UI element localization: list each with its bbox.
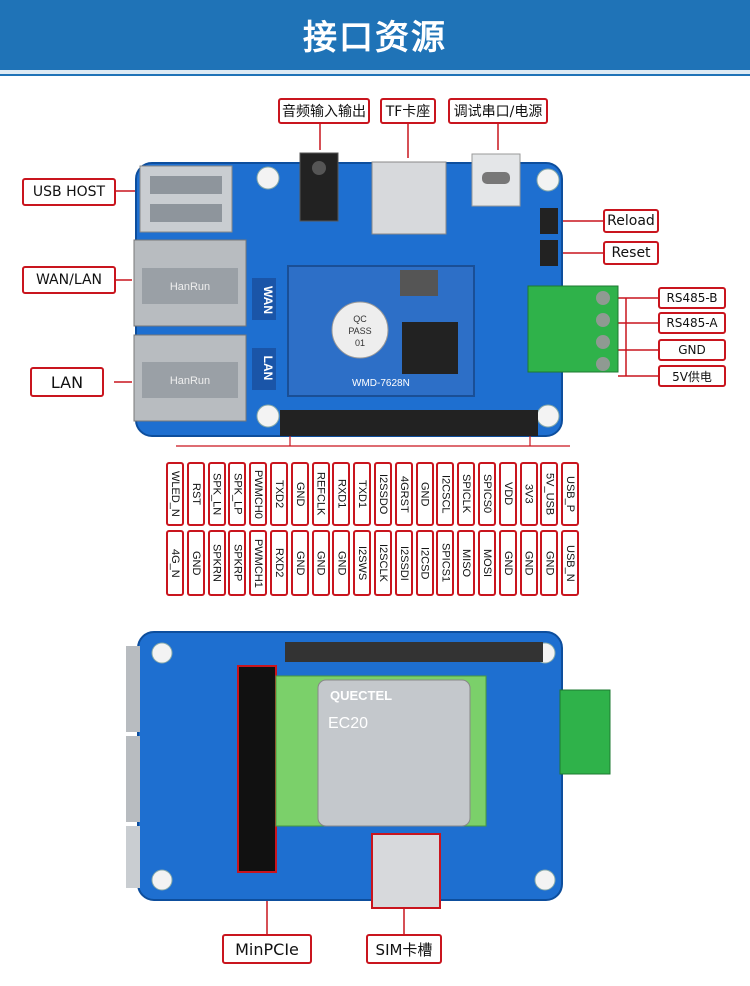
- page-title: 接口资源: [303, 18, 447, 58]
- bottom-pin-label: SPKRN: [207, 530, 226, 596]
- page-header: 接口资源: [0, 0, 750, 76]
- qc-num-text: 01: [355, 338, 365, 348]
- label-5v-power: 5V供电: [658, 365, 726, 387]
- bottom-pin-label: I2SCLK: [374, 530, 392, 596]
- bottom-pin-label: RXD2: [270, 530, 288, 596]
- top-pin-label: TXD2: [270, 462, 288, 526]
- top-pin-label: 5V_USB: [540, 462, 559, 526]
- module-name: WMD-7628N: [352, 378, 410, 389]
- label-minipcie: MinPCIe: [222, 934, 312, 964]
- bottom-pin-label: SPICS1: [436, 530, 455, 596]
- bottom-pin-label: MISO: [457, 530, 476, 596]
- bottom-pin-label: GND: [498, 530, 517, 596]
- top-pin-label: TXD1: [353, 462, 372, 526]
- bottom-pin-label: GND: [540, 530, 559, 596]
- top-pin-label: SPK_LN: [207, 462, 226, 526]
- label-sim: SIM卡槽: [366, 934, 442, 964]
- top-pin-label: GND: [290, 462, 309, 526]
- label-audio: 音频输入输出: [278, 98, 370, 124]
- label-debug: 调试串口/电源: [448, 98, 548, 124]
- bottom-pin-label: I2CSD: [415, 530, 434, 596]
- top-pin-label: SPICS0: [478, 462, 496, 526]
- bottom-pin-label: GND: [332, 530, 351, 596]
- module-brand: QUECTEL: [330, 688, 392, 703]
- qc-text: QC: [353, 314, 367, 324]
- label-reload: Reload: [603, 209, 659, 233]
- bottom-pin-label: GND: [519, 530, 538, 596]
- hanrun-text-2: HanRun: [170, 375, 210, 387]
- label-tf: TF卡座: [380, 98, 436, 124]
- bottom-pin-label: GND: [311, 530, 330, 596]
- top-pin-label: SPICLK: [457, 462, 476, 526]
- bottom-pin-label: I2SSDI: [394, 530, 413, 596]
- label-lan: LAN: [30, 367, 104, 397]
- top-pin-label: 3V3: [519, 462, 538, 526]
- bottom-pin-label: GND: [186, 530, 205, 596]
- bottom-pin-label: GND: [290, 530, 309, 596]
- label-reset: Reset: [603, 241, 659, 265]
- top-pin-label: PWMCH0: [249, 462, 268, 526]
- label-usb-host: USB HOST: [22, 178, 116, 206]
- bottom-pin-label: PWMCH1: [249, 530, 268, 596]
- label-wan-lan: WAN/LAN: [22, 266, 116, 294]
- top-pin-label: WLED_N: [166, 462, 184, 526]
- top-pin-label: REFCLK: [311, 462, 330, 526]
- bottom-pin-label: USB_N: [561, 530, 580, 596]
- wan-text: WAN: [261, 286, 275, 314]
- callout-lines: [114, 124, 658, 935]
- top-pin-label: I2SSDO: [374, 462, 392, 526]
- top-pin-label: GND: [415, 462, 434, 526]
- bottom-pin-label: MOSI: [478, 530, 496, 596]
- bottom-pin-label: I2SWS: [353, 530, 372, 596]
- bottom-board: QUECTEL EC20: [126, 631, 611, 909]
- label-gnd: GND: [658, 339, 726, 361]
- label-rs485-a: RS485-A: [658, 312, 726, 334]
- top-pin-label: I2CSCL: [436, 462, 455, 526]
- module-model: EC20: [328, 715, 368, 732]
- top-pin-label: RST: [186, 462, 205, 526]
- pin-callout-lines: [176, 436, 570, 447]
- top-pin-label: VDD: [498, 462, 517, 526]
- top-pin-label: RXD1: [332, 462, 351, 526]
- pass-text: PASS: [348, 326, 371, 336]
- top-board: [133, 152, 619, 437]
- top-pin-label: USB_P: [561, 462, 580, 526]
- bottom-pin-label: SPKRP: [228, 530, 247, 596]
- lan-text: LAN: [261, 356, 275, 381]
- header-stripe: [0, 70, 750, 74]
- label-rs485-b: RS485-B: [658, 287, 726, 309]
- hanrun-text-1: HanRun: [170, 281, 210, 293]
- bottom-pin-label: 4G_N: [166, 530, 184, 596]
- top-pin-label: 4GRST: [394, 462, 413, 526]
- top-pin-label: SPK_LP: [228, 462, 247, 526]
